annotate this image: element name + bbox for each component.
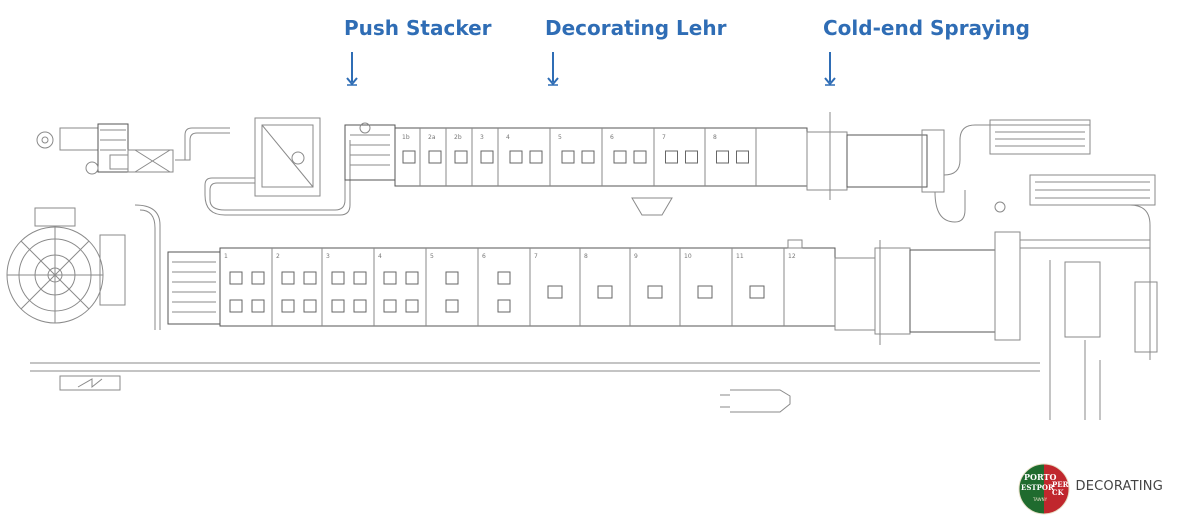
section-label: DECORATING — [1075, 479, 1163, 494]
zone-label: 3 — [326, 253, 330, 260]
zone-label: 6 — [482, 253, 486, 260]
lehr-cassette — [665, 150, 678, 164]
loader-unit — [204, 117, 351, 216]
forming-machine-upper — [36, 123, 230, 175]
lehr-cassette — [303, 271, 317, 285]
upper-lehr — [394, 127, 808, 216]
logo-text-estpor: ESTPOR — [1021, 483, 1054, 492]
lehr-cassette — [736, 150, 749, 164]
lehr-cassette — [547, 285, 563, 299]
callout-decorating-lehr: Decorating Lehr — [545, 16, 727, 40]
lehr-cassette — [497, 271, 511, 285]
lehr-cassette — [749, 285, 765, 299]
lehr-cassette — [229, 299, 243, 313]
logo-text-tawny: TAWNY — [1032, 497, 1048, 502]
lehr-cassette — [647, 285, 663, 299]
arrow-down-icon — [346, 52, 358, 86]
lehr-cassette — [613, 150, 627, 164]
lower-lehr — [167, 231, 1021, 345]
lehr-cassette — [402, 150, 416, 164]
arrow-down-icon — [824, 52, 836, 86]
lehr-cassette — [428, 150, 442, 164]
lehr-cassette — [716, 150, 729, 164]
lehr-cassette — [353, 299, 367, 313]
zone-label: 10 — [684, 253, 692, 260]
zone-label: 1 — [224, 253, 228, 260]
lehr-cassette — [529, 150, 543, 164]
lehr-cassette — [383, 271, 397, 285]
zone-label: 12 — [788, 253, 796, 260]
lehr-cassette — [281, 299, 295, 313]
porto-tawny-logo-icon: PORTO ESTPOR PER CK TAWNY — [1018, 463, 1070, 515]
lehr-cassette — [383, 299, 397, 313]
logo-text-ck: CK — [1052, 488, 1065, 497]
lehr-cassette — [331, 299, 345, 313]
zone-label: 3 — [480, 134, 484, 141]
zone-label: 8 — [713, 134, 717, 141]
lehr-cassette — [497, 299, 511, 313]
zone-label: 1b — [402, 134, 410, 141]
logo-text-porto: PORTO — [1024, 472, 1056, 482]
floor-rails — [30, 362, 1040, 413]
callout-cold-end-spraying: Cold-end Spraying — [823, 16, 1030, 40]
zone-label: 4 — [378, 253, 382, 260]
zone-label: 11 — [736, 253, 744, 260]
right-rails — [994, 174, 1158, 420]
lehr-cassette — [251, 299, 265, 313]
lehr-cassette — [697, 285, 713, 299]
lehr-cassette — [685, 150, 698, 164]
lehr-cassette — [303, 299, 317, 313]
lehr-cassette — [561, 150, 575, 164]
zone-label: 5 — [430, 253, 434, 260]
zone-label: 2b — [454, 134, 462, 141]
lehr-cassette — [633, 150, 647, 164]
lehr-cassette — [597, 285, 613, 299]
lehr-cassette — [405, 299, 419, 313]
lehr-cassette — [353, 271, 367, 285]
lehr-cassette — [229, 271, 243, 285]
lehr-cassette — [509, 150, 523, 164]
callout-push-stacker: Push Stacker — [344, 16, 492, 40]
lehr-cassette — [454, 150, 468, 164]
zone-label: 2 — [276, 253, 280, 260]
arrow-down-icon — [547, 52, 559, 86]
logo-text-per: PER — [1052, 480, 1069, 489]
zone-label: 7 — [534, 253, 538, 260]
lehr-cassette — [445, 299, 459, 313]
zone-label: 5 — [558, 134, 562, 141]
lehr-cassette — [581, 150, 595, 164]
lehr-cassette — [445, 271, 459, 285]
lehr-cassette — [405, 271, 419, 285]
zone-label: 4 — [506, 134, 510, 141]
zone-label: 2a — [428, 134, 436, 141]
zone-label: 8 — [584, 253, 588, 260]
zone-label: 9 — [634, 253, 638, 260]
push-stacker-unit — [344, 122, 396, 181]
lehr-cassette — [480, 150, 494, 164]
lehr-cassette — [281, 271, 295, 285]
rotary-machine — [6, 204, 161, 330]
lehr-cassette — [251, 271, 265, 285]
zone-label: 7 — [662, 134, 666, 141]
cold-end-conveyor-upper — [806, 112, 1091, 223]
lehr-cassette — [331, 271, 345, 285]
zone-label: 6 — [610, 134, 614, 141]
